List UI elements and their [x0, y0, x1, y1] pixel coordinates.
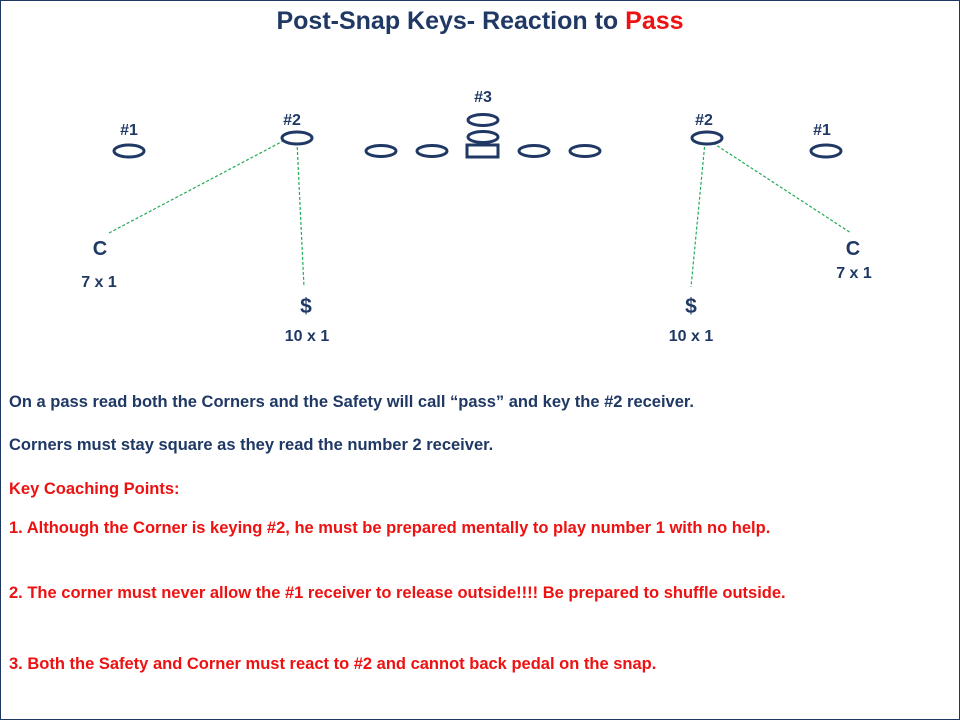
label-right-1: #1 — [813, 122, 831, 139]
coaching-point-1: 1. Although the Corner is keying #2, he … — [9, 519, 771, 537]
label-right-2: #2 — [695, 112, 713, 129]
title-accent: Pass — [625, 7, 684, 35]
key-line-left-corner — [108, 139, 286, 234]
key-line-right-corner — [712, 142, 852, 234]
coaching-point-2: 2. The corner must never allow the #1 re… — [9, 584, 786, 602]
key-line-left-safety — [296, 141, 305, 288]
left-safety-alignment: 10 x 1 — [285, 328, 330, 345]
right-safety-symbol: $ — [685, 295, 697, 318]
left-corner-alignment: 7 x 1 — [81, 274, 117, 291]
key-line-right-safety — [690, 141, 706, 288]
offensive-lineman — [364, 144, 398, 158]
receiver-left-2 — [280, 130, 314, 146]
corners-square-note: Corners must stay square as they read th… — [9, 436, 494, 454]
right-safety-alignment: 10 x 1 — [669, 328, 714, 345]
offensive-lineman — [415, 144, 449, 158]
receiver-left-1 — [112, 143, 146, 159]
slide-title: Post-Snap Keys- Reaction to Pass — [1, 7, 959, 36]
offensive-lineman — [568, 144, 602, 158]
receiver-3 — [466, 113, 500, 127]
formation-diagram: #1 #2 #3 #2 #1 C 7 x 1 C 7 x 1 $ 10 x 1 … — [81, 89, 872, 345]
coaching-points-heading: Key Coaching Points: — [9, 480, 180, 498]
label-center-3: #3 — [474, 89, 492, 106]
right-corner-alignment: 7 x 1 — [836, 265, 872, 282]
label-left-2: #2 — [283, 112, 301, 129]
center-square — [465, 143, 500, 159]
quarterback — [466, 130, 500, 144]
receiver-right-2 — [690, 130, 724, 146]
receiver-right-1 — [809, 143, 843, 159]
title-main: Post-Snap Keys- Reaction to — [276, 7, 626, 35]
right-corner-symbol: C — [846, 238, 860, 260]
coaching-point-3: 3. Both the Safety and Corner must react… — [9, 655, 657, 673]
left-safety-symbol: $ — [300, 295, 312, 318]
offensive-lineman — [517, 144, 551, 158]
pass-read-note: On a pass read both the Corners and the … — [9, 393, 695, 411]
left-corner-symbol: C — [93, 238, 107, 260]
label-left-1: #1 — [120, 122, 138, 139]
